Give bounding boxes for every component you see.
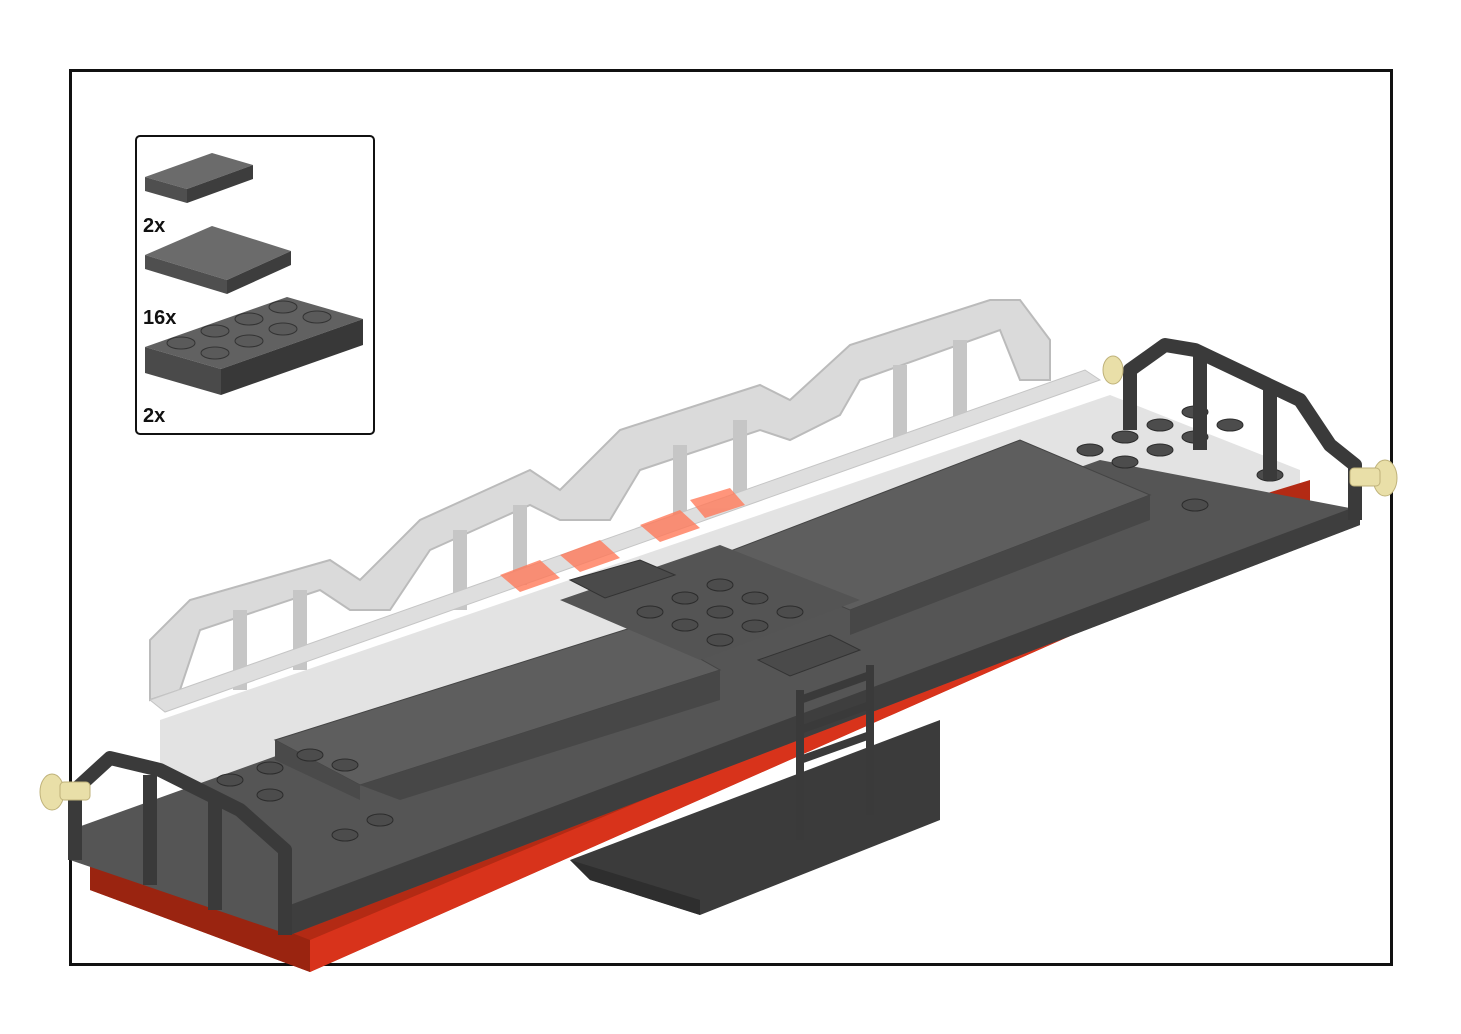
tile-2x2-part-icon <box>145 226 291 294</box>
tile-1x2-part-icon <box>145 153 253 203</box>
parts-list-illustration <box>145 153 363 395</box>
plate-2x4-quantity: 2x <box>143 405 166 427</box>
plate-2x4-part-icon <box>145 297 363 395</box>
parts-list-callout: 2x 16x 2x <box>135 135 375 435</box>
tile-1x2-quantity: 2x <box>143 215 166 237</box>
tile-2x2-quantity: 16x <box>143 307 177 329</box>
